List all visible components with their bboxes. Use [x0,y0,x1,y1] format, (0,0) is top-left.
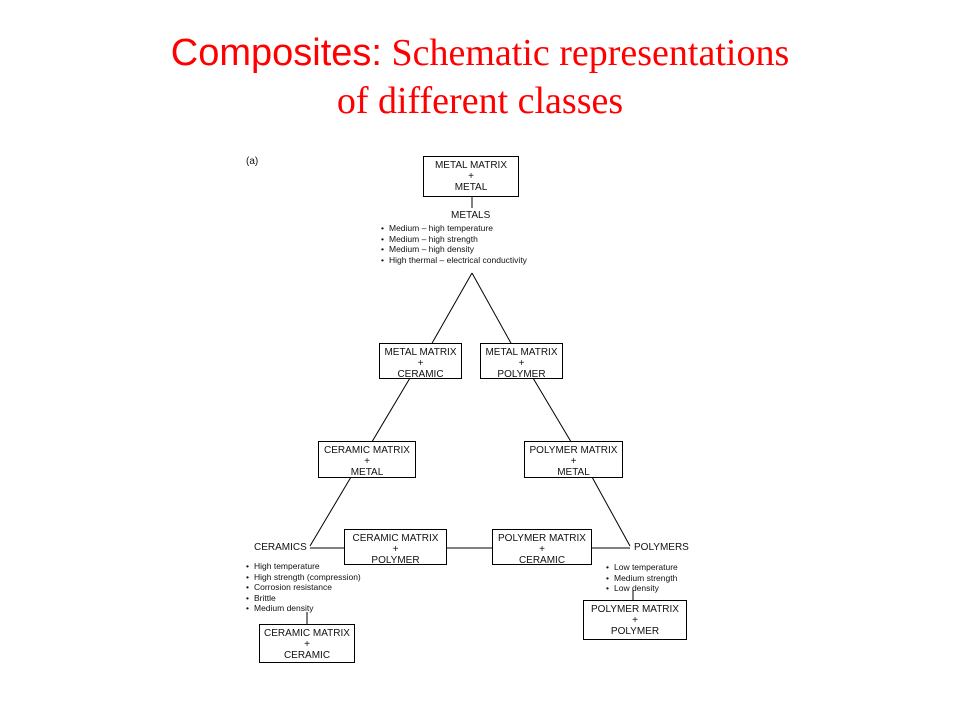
box-metal-matrix-ceramic: METAL MATRIX + CERAMIC [379,343,462,380]
ceramics-label: CERAMICS [254,542,307,553]
polymers-label: POLYMERS [634,542,689,553]
box-ceramic-matrix-metal: CERAMIC MATRIX + METAL [318,441,416,478]
box-metal-matrix-metal: METAL MATRIX + METAL [423,156,519,197]
slide-title: Composites: Schematic representations of… [0,30,960,125]
title-text-part: Schematic representations [381,32,790,74]
connector-right-lower [591,476,631,547]
connector-left-lower [309,476,352,547]
box-polymer-matrix-ceramic: POLYMER MATRIX + CERAMIC [492,529,592,566]
polymers-properties: Low temperature Medium strength Low dens… [606,562,678,594]
metals-properties: Medium – high temperature Medium – high … [381,223,527,265]
connector-apex-right [471,272,513,346]
box-polymer-matrix-metal: POLYMER MATRIX + METAL [524,441,623,478]
box-polymer-matrix-polymer: POLYMER MATRIX + POLYMER [583,600,687,640]
box-ceramic-matrix-ceramic: CERAMIC MATRIX + CERAMIC [259,624,355,663]
title-line-2: of different classes [336,80,624,123]
connector-apex-left [430,272,473,346]
title-keyword: Composites: [170,32,382,74]
panel-label: (a) [246,156,259,167]
box-metal-matrix-polymer: METAL MATRIX + POLYMER [480,343,563,380]
box-ceramic-matrix-polymer: CERAMIC MATRIX + POLYMER [344,529,447,566]
ceramics-properties: High temperature High strength (compress… [246,561,361,614]
metals-label: METALS [451,210,491,221]
